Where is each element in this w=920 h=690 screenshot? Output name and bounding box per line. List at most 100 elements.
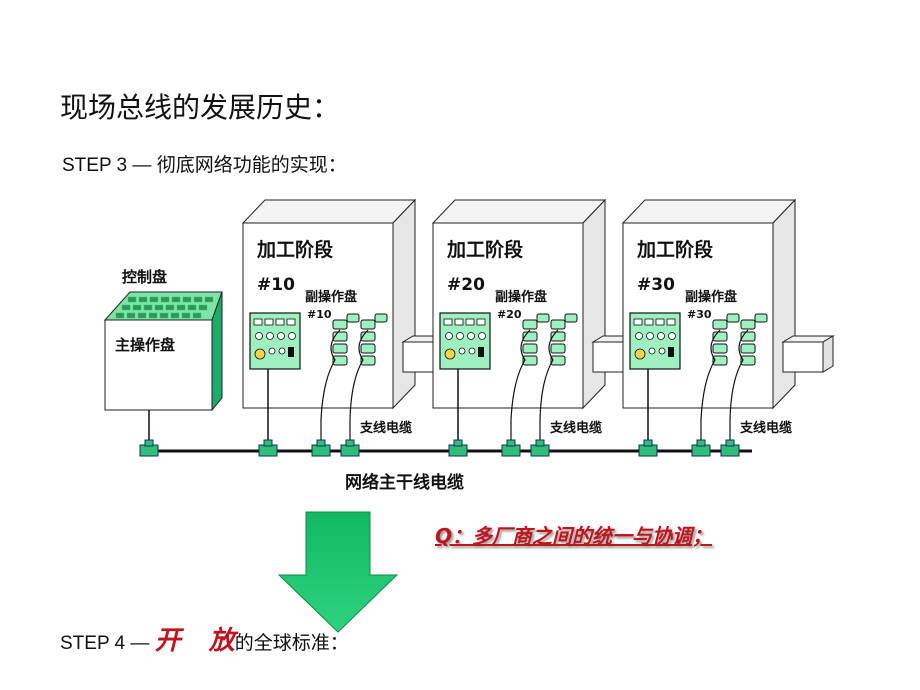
panel-button (467, 332, 475, 340)
step-4-suffix: 的全球标准： (234, 632, 349, 654)
cable-tee-connector (258, 439, 278, 457)
stage-label: 加工阶段 (636, 238, 714, 261)
sub-panel-connector (536, 313, 550, 323)
cable-tee-connector (340, 439, 360, 457)
panel-button (657, 332, 665, 340)
console-key (182, 296, 192, 303)
console-key (154, 304, 164, 311)
panel-button (255, 332, 263, 340)
console-key (126, 312, 136, 319)
panel-indicator (454, 318, 464, 326)
panel-button (646, 332, 654, 340)
panel-button (658, 347, 666, 355)
step-4-line: STEP 4 — 开放的全球标准： (60, 620, 349, 657)
panel-button (278, 347, 286, 355)
console-key (160, 296, 170, 303)
panel-indicator (476, 318, 486, 326)
sub-panel-connector (712, 343, 728, 354)
sub-panel-connector (754, 313, 768, 323)
console-key (192, 312, 202, 319)
console-key (198, 304, 208, 311)
sub-panel-connector (712, 319, 728, 330)
stage-box-30: 加工阶段 #30 副操作盘 #30 支线电缆 (621, 198, 835, 457)
cable-tee-connector (311, 439, 331, 457)
panel-dial (254, 348, 266, 360)
sub-panel-connector (522, 319, 538, 330)
branch-cable-label: 支线电缆 (739, 420, 792, 436)
sub-panel-connector (332, 343, 348, 354)
stage-number: #20 (447, 275, 485, 295)
sub-panel-connector (360, 343, 376, 354)
sub-panel-number: #10 (307, 308, 332, 321)
branch-cable-label: 支线电缆 (359, 420, 412, 436)
cable-tee-connector (448, 439, 468, 457)
control-panel: 控制盘 主操作盘 (103, 268, 223, 412)
branch-cable (320, 329, 341, 445)
sub-panel-label: 副操作盘 (685, 289, 737, 305)
console-key (149, 296, 159, 303)
console-key (127, 296, 137, 303)
branch-cable-label: 支线电缆 (549, 420, 602, 436)
sub-panel-number: #20 (497, 308, 522, 321)
sub-panel-label: 副操作盘 (305, 289, 357, 305)
sub-panel-connector (360, 319, 376, 330)
sub-panel-label: 副操作盘 (495, 289, 547, 305)
panel-dial (634, 348, 646, 360)
sub-panel-connector (332, 355, 348, 366)
panel-indicator (286, 318, 296, 326)
step-3-prefix: STEP 3 — (62, 155, 157, 176)
panel-indicator (655, 318, 665, 326)
console-key (115, 312, 125, 319)
console-key (132, 304, 142, 311)
trunk-cable-label: 网络主干线电缆 (345, 472, 464, 493)
panel-switch (288, 347, 294, 357)
panel-indicator (443, 318, 453, 326)
panel-button (268, 347, 276, 355)
panel-button (648, 347, 656, 355)
console-key (204, 296, 214, 303)
stage-label: 加工阶段 (446, 238, 524, 261)
panel-button (635, 332, 643, 340)
step-3-text: 彻底网络功能的实现： (156, 154, 347, 176)
panel-indicator (264, 318, 274, 326)
cable-tee-connector (691, 439, 711, 457)
cable-tee-connector (139, 439, 159, 457)
sub-panel-connector (740, 319, 756, 330)
stage-number: #30 (637, 275, 675, 295)
cable-tee-connector (638, 439, 658, 457)
sub-panel-connector (564, 313, 578, 323)
sub-panel-connector (346, 313, 360, 323)
sub-panel-connector (374, 313, 388, 323)
main-panel-label: 主操作盘 (115, 336, 175, 354)
branch-cable (510, 329, 531, 445)
step-4-prefix: STEP 4 — (60, 633, 155, 654)
console-key (171, 296, 181, 303)
panel-switch (668, 347, 674, 357)
step-4-open-1: 开 (154, 626, 181, 656)
sub-panel-connector (550, 343, 566, 354)
sub-panel-connector (522, 355, 538, 366)
console-key (165, 304, 175, 311)
sub-panel-connector (360, 355, 376, 366)
console-key (121, 304, 131, 311)
panel-button (288, 332, 296, 340)
control-panel-label: 控制盘 (122, 268, 167, 286)
down-arrow (277, 511, 399, 633)
sub-panel-number: #30 (687, 308, 712, 321)
step-3-line: STEP 3 — 彻底网络功能的实现： (62, 150, 347, 177)
console-key (143, 304, 153, 311)
sub-panel-connector (332, 319, 348, 330)
panel-switch (478, 347, 484, 357)
branch-cable (700, 329, 721, 445)
sub-panel-connector (740, 343, 756, 354)
panel-button (266, 332, 274, 340)
sub-panel-connector (550, 355, 566, 366)
sub-panel-connector (726, 313, 740, 323)
stage-label: 加工阶段 (256, 238, 334, 261)
sub-panel-connector (740, 355, 756, 366)
sub-panel-connector (550, 319, 566, 330)
sub-panel-connector (522, 343, 538, 354)
step-4-open-2: 放 (208, 626, 235, 656)
cable-tee-connector (530, 439, 550, 457)
